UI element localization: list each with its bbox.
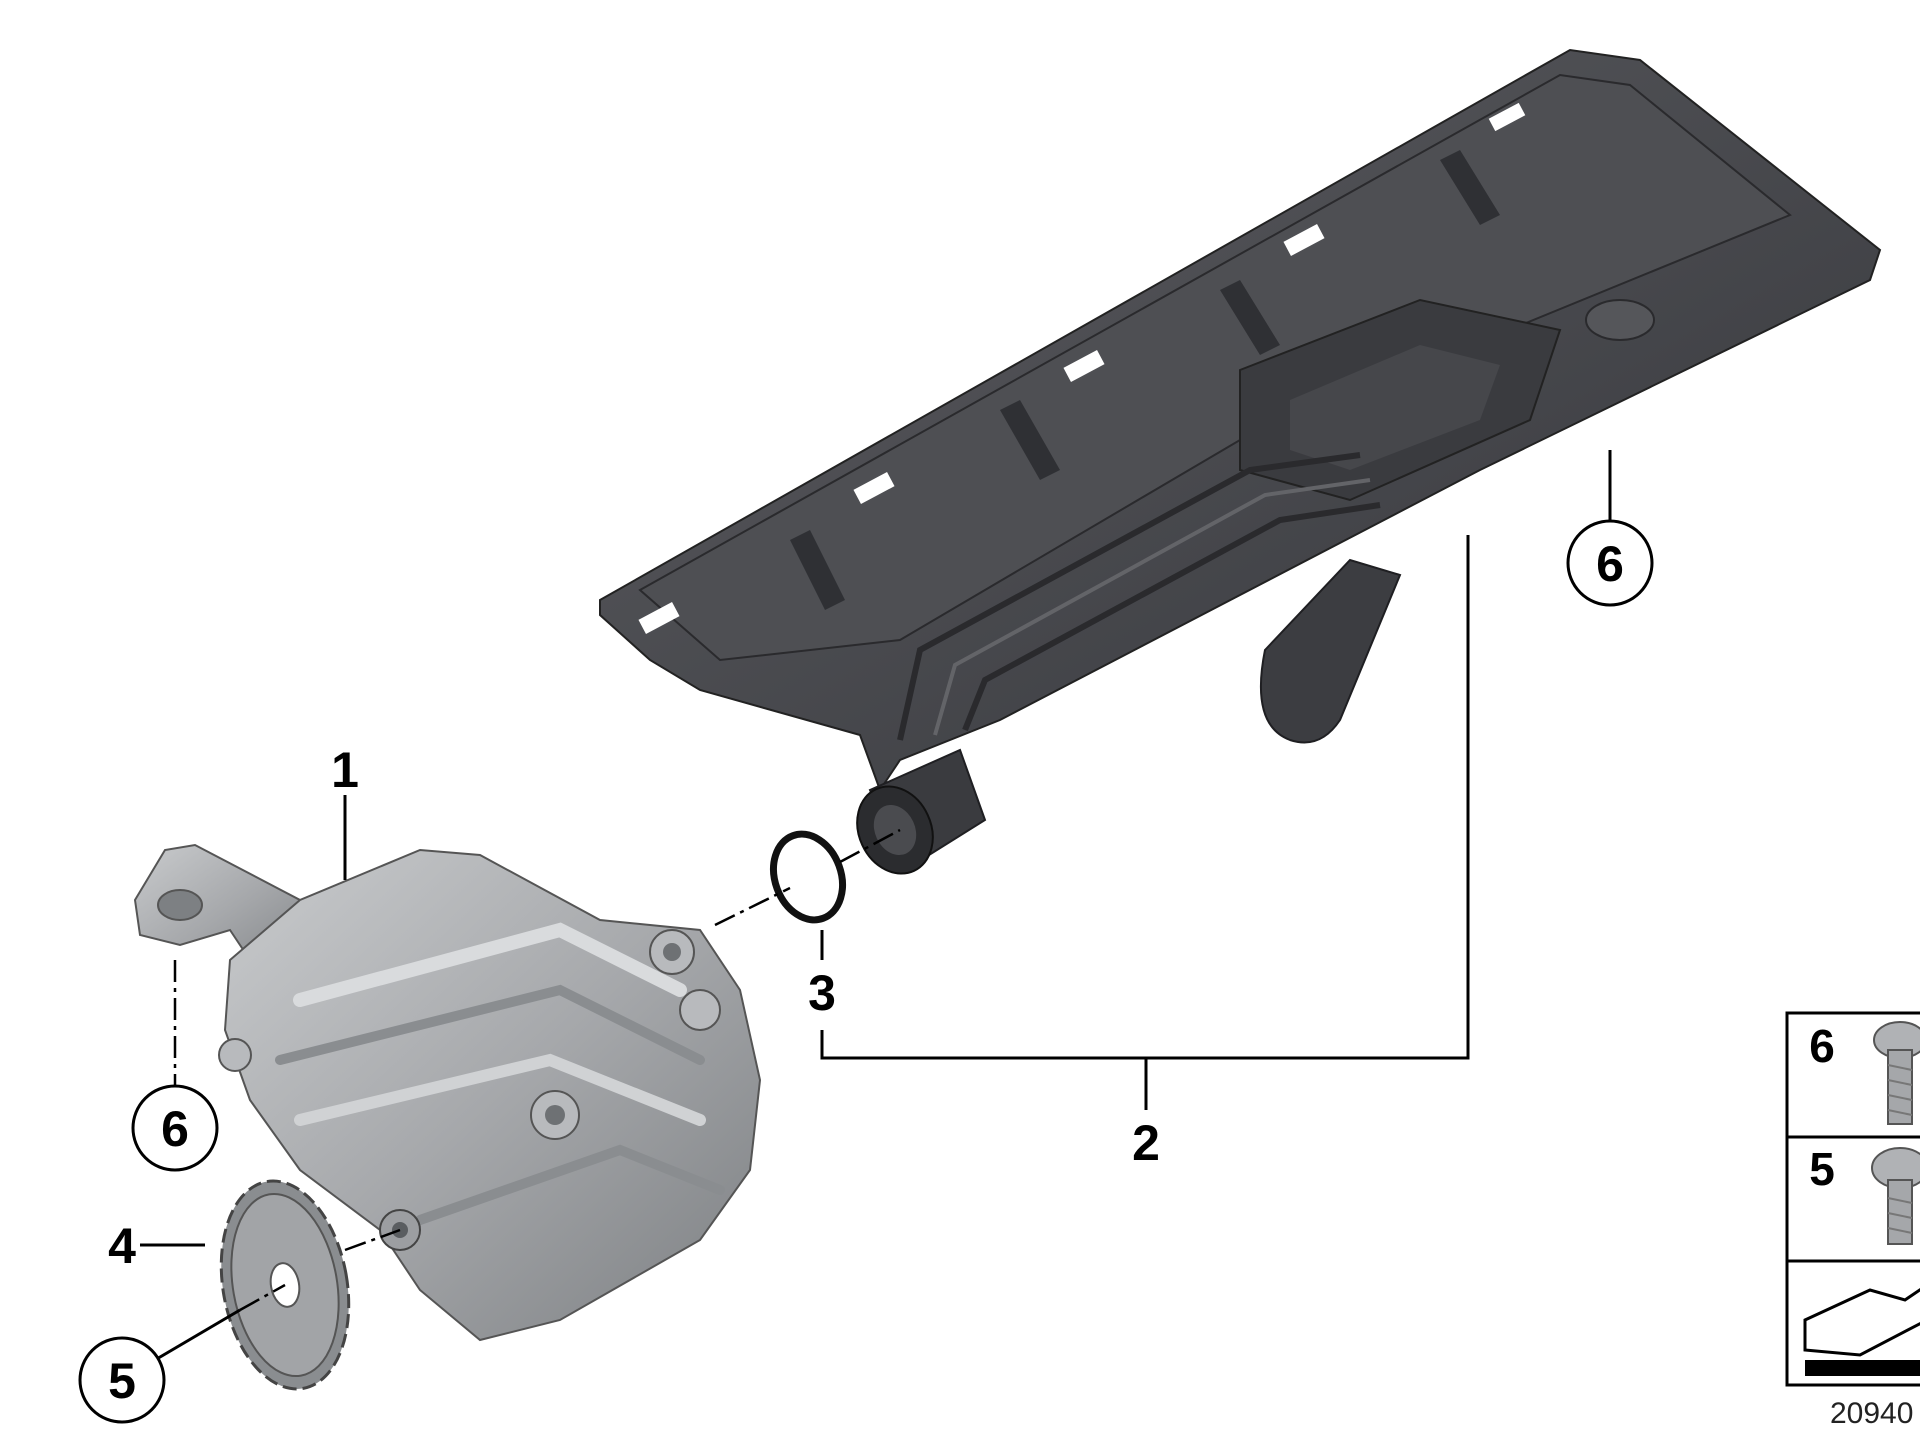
callout-6-left: 6 bbox=[161, 1101, 189, 1157]
baffle-rib-2 bbox=[1000, 400, 1060, 480]
baffle-channel-1 bbox=[897, 452, 1361, 741]
baffle-slot-1 bbox=[638, 602, 680, 634]
callout-6-left-circle bbox=[131, 1084, 219, 1172]
callout-4: 4 bbox=[108, 1218, 136, 1274]
pump-rib-2 bbox=[275, 984, 705, 1065]
oil-pump bbox=[133, 843, 762, 1342]
axis-sprocket-to-shaft bbox=[344, 1228, 401, 1252]
baffle-rib-3 bbox=[1220, 280, 1280, 355]
axis-oring-to-spigot bbox=[839, 828, 901, 864]
baffle-channel-2 bbox=[933, 478, 1371, 736]
outlet-spigot bbox=[856, 748, 987, 875]
baffle-slot-3 bbox=[1063, 350, 1105, 382]
arrow-symbol-icon bbox=[1803, 1287, 1920, 1376]
bolt-pan-head-icon bbox=[1871, 1147, 1920, 1245]
bolt-flange-icon bbox=[1873, 1021, 1920, 1125]
pump-boss-1-hole bbox=[663, 943, 681, 961]
pump-housing bbox=[223, 848, 762, 1342]
pump-boss-2 bbox=[679, 989, 721, 1031]
legend-row-1-num: 6 bbox=[1809, 1020, 1835, 1072]
document-id: 20940 bbox=[1830, 1397, 1913, 1430]
legend-row-2-num: 5 bbox=[1809, 1143, 1835, 1195]
baffle-slot-5 bbox=[1488, 102, 1526, 132]
callout-5: 5 bbox=[108, 1353, 136, 1409]
o-ring bbox=[770, 830, 846, 924]
baffle-slot-2 bbox=[853, 472, 895, 504]
pump-boss-4 bbox=[218, 1038, 252, 1072]
sprocket bbox=[219, 1179, 351, 1391]
baffle-well-inner bbox=[1290, 345, 1500, 470]
baffle-drain-hole bbox=[1585, 299, 1655, 341]
callout-3: 3 bbox=[808, 965, 836, 1021]
pump-boss-3-hole bbox=[545, 1105, 565, 1125]
callout-1: 1 bbox=[331, 742, 359, 798]
callout-6-right: 6 bbox=[1596, 536, 1624, 592]
pump-rib-4 bbox=[415, 1144, 725, 1225]
callout-5-circle bbox=[78, 1336, 166, 1424]
pickup-tube bbox=[1259, 558, 1402, 744]
axis-pump-to-oring bbox=[714, 886, 791, 927]
bracket-hole bbox=[157, 889, 203, 921]
assembly-axes bbox=[173, 828, 901, 1312]
callout-6-right-circle bbox=[1566, 519, 1654, 607]
baffle-rib-4 bbox=[1440, 150, 1500, 225]
pump-rib-3 bbox=[294, 1053, 706, 1126]
oil-pan-baffle bbox=[599, 48, 1882, 875]
callout-2: 2 bbox=[1132, 1115, 1160, 1171]
pump-rib-1 bbox=[293, 922, 687, 1007]
leader-lines bbox=[140, 450, 1612, 1362]
fastener-legend: 6 5 bbox=[1785, 1011, 1920, 1387]
baffle-channel-3 bbox=[962, 502, 1381, 732]
axis-sprocket-bolt bbox=[239, 1283, 286, 1312]
leader-5 bbox=[154, 1308, 241, 1362]
baffle-slot-4 bbox=[1283, 224, 1325, 256]
baffle-rib-1 bbox=[790, 530, 845, 610]
